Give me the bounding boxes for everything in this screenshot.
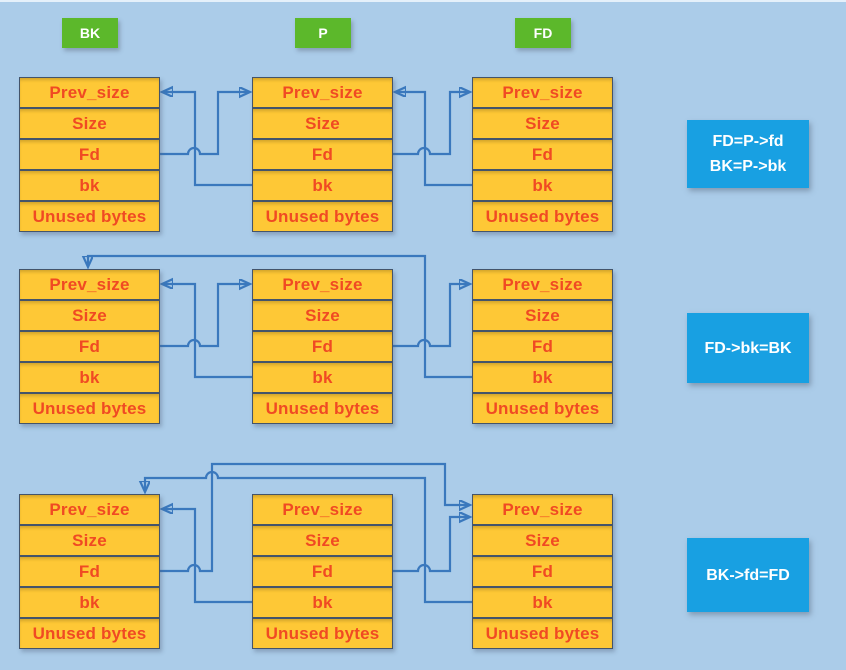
label-p: P <box>295 18 351 48</box>
label-fd: FD <box>515 18 571 48</box>
field-bk: bk <box>252 170 393 201</box>
field-unused-bytes: Unused bytes <box>19 618 160 649</box>
field-fd: Fd <box>472 331 613 362</box>
field-bk: bk <box>252 587 393 618</box>
field-bk: bk <box>472 362 613 393</box>
field-unused-bytes: Unused bytes <box>19 201 160 232</box>
field-prev-size: Prev_size <box>472 494 613 525</box>
note-line: FD=P->fd <box>712 133 784 150</box>
note-step1: FD=P->fd BK=P->bk <box>687 120 809 188</box>
arrow-bk-fd-to-p-step2 <box>160 284 248 348</box>
arrow-p-fd-to-fd-step3 <box>393 517 468 573</box>
field-bk: bk <box>472 587 613 618</box>
field-size: Size <box>252 525 393 556</box>
note-line: FD->bk=BK <box>704 339 792 357</box>
field-size: Size <box>472 108 613 139</box>
arrow-p-fd-to-fd-step1 <box>393 92 468 156</box>
arrow-bk-fd-to-p-step1 <box>160 92 248 156</box>
field-unused-bytes: Unused bytes <box>19 393 160 424</box>
field-bk: bk <box>19 587 160 618</box>
arrow-p-bk-to-bk-step2 <box>164 284 252 379</box>
field-size: Size <box>252 108 393 139</box>
arrow-fd-bk-to-p-step1 <box>397 92 472 187</box>
field-size: Size <box>19 300 160 331</box>
field-size: Size <box>472 525 613 556</box>
field-prev-size: Prev_size <box>19 269 160 300</box>
field-bk: bk <box>19 362 160 393</box>
field-unused-bytes: Unused bytes <box>472 618 613 649</box>
note-step3: BK->fd=FD <box>687 538 809 612</box>
field-size: Size <box>19 525 160 556</box>
field-unused-bytes: Unused bytes <box>252 393 393 424</box>
field-prev-size: Prev_size <box>472 77 613 108</box>
field-prev-size: Prev_size <box>19 494 160 525</box>
field-prev-size: Prev_size <box>472 269 613 300</box>
note-line: BK=P->bk <box>709 158 787 175</box>
section-seam <box>0 0 846 2</box>
field-fd: Fd <box>19 556 160 587</box>
field-unused-bytes: Unused bytes <box>252 618 393 649</box>
field-size: Size <box>472 300 613 331</box>
field-prev-size: Prev_size <box>19 77 160 108</box>
field-unused-bytes: Unused bytes <box>252 201 393 232</box>
field-prev-size: Prev_size <box>252 494 393 525</box>
arrow-p-fd-to-fd-step2 <box>393 284 468 348</box>
arrow-p-bk-to-bk-step3 <box>164 509 252 604</box>
field-fd: Fd <box>19 331 160 362</box>
field-prev-size: Prev_size <box>252 269 393 300</box>
field-size: Size <box>19 108 160 139</box>
field-fd: Fd <box>472 139 613 170</box>
field-fd: Fd <box>472 556 613 587</box>
note-step2: FD->bk=BK <box>687 313 809 383</box>
field-bk: bk <box>252 362 393 393</box>
field-unused-bytes: Unused bytes <box>472 393 613 424</box>
field-unused-bytes: Unused bytes <box>472 201 613 232</box>
field-fd: Fd <box>19 139 160 170</box>
field-prev-size: Prev_size <box>252 77 393 108</box>
field-bk: bk <box>472 170 613 201</box>
label-bk: BK <box>62 18 118 48</box>
arrow-p-bk-to-bk-step1 <box>164 92 252 187</box>
field-size: Size <box>252 300 393 331</box>
field-bk: bk <box>19 170 160 201</box>
field-fd: Fd <box>252 556 393 587</box>
note-line: BK->fd=FD <box>706 566 790 584</box>
field-fd: Fd <box>252 331 393 362</box>
field-fd: Fd <box>252 139 393 170</box>
